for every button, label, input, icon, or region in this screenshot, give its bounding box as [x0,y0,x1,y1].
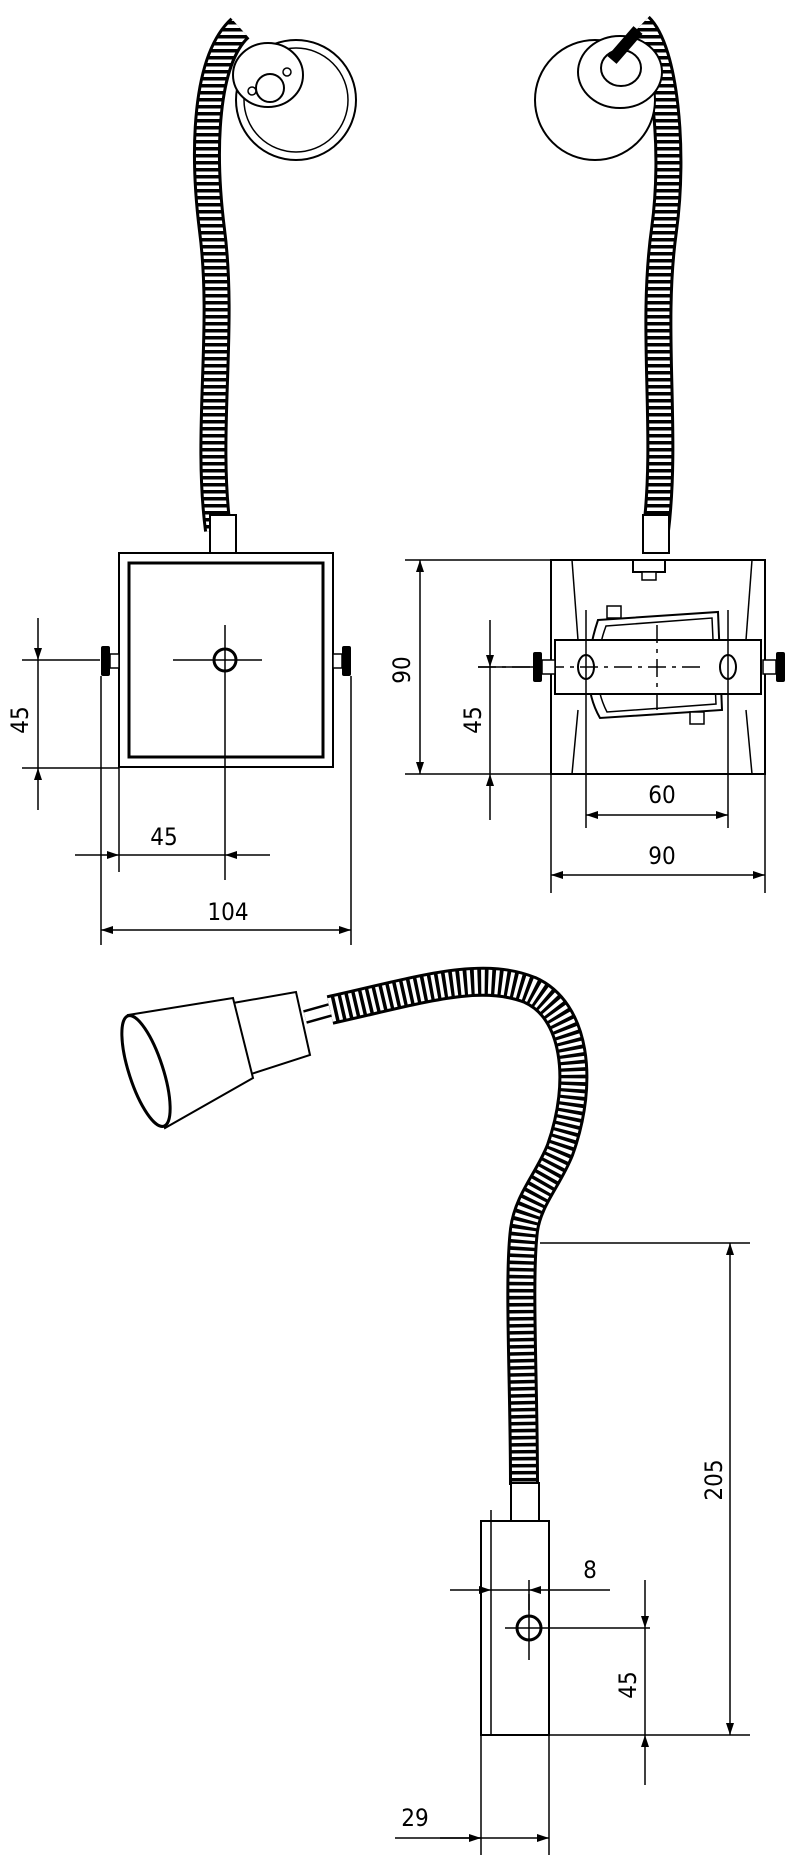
mounting-plate-icon [480,1520,650,1736]
dim-front-height: 45 [6,706,34,733]
lamp-head-icon [534,26,663,161]
front-view: 45 45 104 [6,17,357,945]
lamp-head-icon [120,990,312,1130]
side-view: 205 8 45 29 [120,966,750,1855]
dim-side-hole-height: 45 [614,1671,642,1698]
dim-back-slot-spacing: 60 [648,781,675,809]
dim-front-total-width: 104 [207,898,248,926]
mounting-plate-icon [101,552,351,880]
dim-back-total-width: 90 [648,842,675,870]
dim-back-height-total: 90 [388,656,416,683]
dim-front-center-offset: 45 [150,823,177,851]
gooseneck-arm-icon [193,17,251,554]
dim-side-depth: 29 [401,1804,428,1832]
dim-side-hole-offset: 8 [583,1556,597,1584]
gooseneck-arm-icon [303,966,589,1522]
dim-side-arm-height: 205 [700,1459,728,1500]
back-view: 90 45 60 90 [388,15,785,893]
lamp-head-icon [232,39,357,161]
mounting-plate-icon [478,559,785,828]
dim-back-height-offset: 45 [459,706,487,733]
